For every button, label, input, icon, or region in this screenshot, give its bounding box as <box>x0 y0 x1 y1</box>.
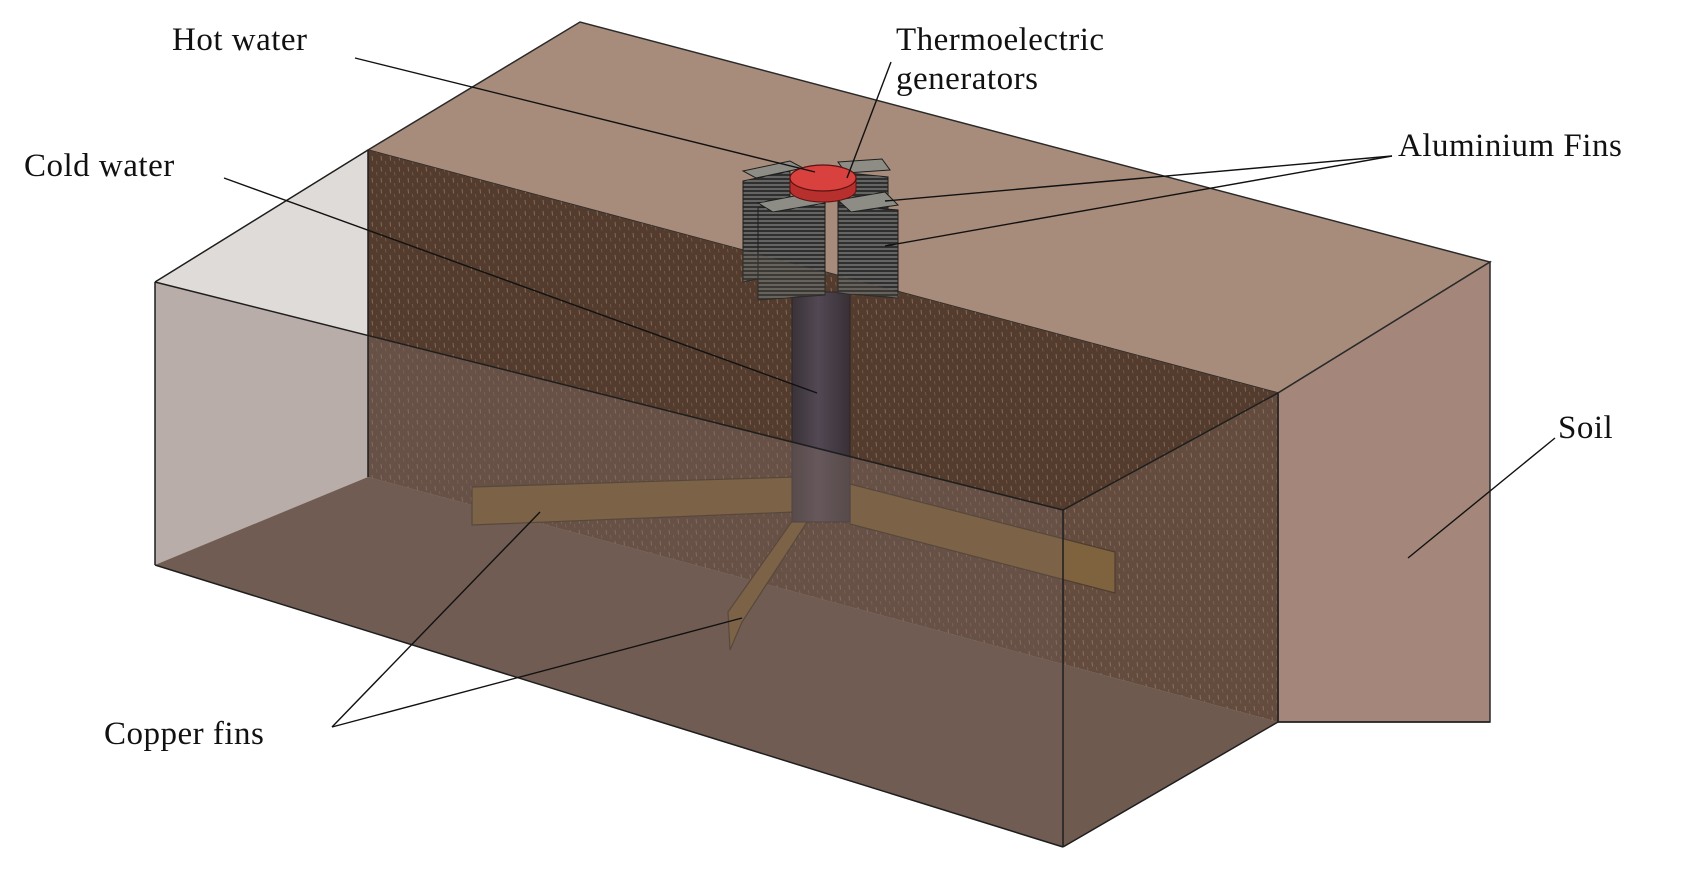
copper-fins-label: Copper fins <box>104 716 265 752</box>
teg-assembly <box>741 158 900 301</box>
copper-fins-leader-2 <box>331 617 743 728</box>
cold-water-leader <box>223 177 818 394</box>
teg-label-line2: generators <box>896 61 1039 97</box>
hot-water-cap <box>789 164 857 192</box>
aluminium-fins-leader-2 <box>884 155 1393 247</box>
copper-fins-leader-1 <box>331 511 541 728</box>
soil-label: Soil <box>1558 410 1614 446</box>
soil-leader <box>1407 437 1556 559</box>
hot-water-label: Hot water <box>172 22 308 58</box>
teg-label-line1: Thermoelectric <box>896 22 1105 58</box>
cold-water-label: Cold water <box>24 148 175 184</box>
soil-front-box <box>154 149 1490 848</box>
aluminium-fins-leader-1 <box>884 155 1393 202</box>
hot-water-leader <box>354 57 816 173</box>
aluminium-fins-label: Aluminium Fins <box>1398 128 1623 164</box>
teg-leader <box>846 61 892 179</box>
